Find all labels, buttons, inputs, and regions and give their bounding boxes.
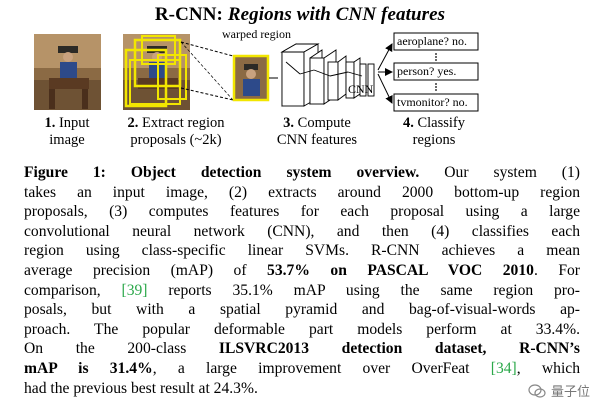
caption-line: Figure 1: Object detection system overvi…	[24, 163, 580, 183]
caption-text: had the previous best result at 24.3%.	[24, 379, 258, 397]
caption-text: , which	[516, 359, 581, 377]
input-image	[34, 34, 101, 110]
figure-caption: Figure 1: Object detection system overvi…	[24, 163, 580, 398]
output-aeroplane: aeroplane? no.	[397, 34, 467, 48]
caption-line: mAP is 31.4%, a large improvement over O…	[24, 359, 580, 379]
caption-text: convolutional neural network (CNN), and …	[24, 222, 580, 240]
region-proposals-image	[123, 34, 190, 110]
caption-line: On the 200-class ILSVRC2013 detection da…	[24, 339, 580, 359]
caption-text: ILSVRC2013 detection dataset, R-CNN’s	[218, 340, 580, 358]
caption-line: comparison, [39] reports 35.1% mAP using…	[24, 281, 580, 301]
output-box-tvmonitor	[393, 93, 479, 112]
caption-line: region using class-specific linear SVMs.…	[24, 241, 580, 261]
output-tvmonitor: tvmonitor? no.	[397, 95, 468, 109]
caption-line: had the previous best result at 24.3%.	[24, 379, 580, 399]
caption-line: convolutional neural network (CNN), and …	[24, 222, 580, 242]
caption-text: On the 200-class	[24, 340, 219, 358]
watermark-text: 量子位	[550, 385, 590, 400]
caption-text: posals, but with a spatial pyramid and b…	[24, 301, 580, 319]
caption-line: posals, but with a spatial pyramid and b…	[24, 300, 580, 320]
watermark: 量子位	[528, 381, 590, 400]
warped-region	[232, 54, 270, 102]
caption-text: proach. The popular deformable part mode…	[24, 320, 580, 338]
caption-line: takes an input image, (2) extracts aroun…	[24, 183, 580, 203]
output-box-person	[393, 62, 479, 81]
caption-text: average precision (mAP) of	[24, 261, 268, 279]
wechat-icon	[528, 383, 546, 398]
caption-line: proposals, (3) computes features for eac…	[24, 202, 580, 222]
caption-text: takes an input image, (2) extracts aroun…	[24, 183, 580, 201]
caption-line: average precision (mAP) of 53.7% on PASC…	[24, 261, 580, 281]
caption-text: region using class-specific linear SVMs.…	[24, 242, 580, 260]
caption-text: 53.7% on PASCAL VOC 2010	[267, 261, 534, 279]
caption-line: proach. The popular deformable part mode…	[24, 320, 580, 340]
citation-link[interactable]: [34]	[490, 359, 517, 377]
caption-text: comparison,	[24, 281, 122, 299]
cnn-network	[280, 43, 375, 107]
figure-title: R-CNN: Regions with CNN features	[154, 4, 446, 25]
pipeline-diagram	[34, 32, 479, 112]
citation-link[interactable]: [39]	[121, 281, 148, 299]
caption-text: proposals, (3) computes features for eac…	[24, 203, 580, 221]
warped-region-label: warped region	[222, 27, 291, 41]
rcnn-figure: R-CNN: Regions with CNN features	[0, 0, 600, 160]
caption-text: Our system (1)	[419, 164, 580, 181]
cnn-label: CNN	[348, 82, 374, 96]
caption-text: , a large improvement over OverFeat	[152, 359, 491, 377]
output-box-aeroplane	[393, 32, 479, 51]
caption-text: mAP is 31.4%	[24, 359, 153, 377]
caption-text: reports 35.1% mAP using the same region …	[147, 281, 580, 299]
output-person: person? yes.	[397, 64, 457, 78]
caption-text: . For	[533, 261, 581, 279]
caption-text: Figure 1: Object detection system overvi…	[24, 164, 420, 181]
